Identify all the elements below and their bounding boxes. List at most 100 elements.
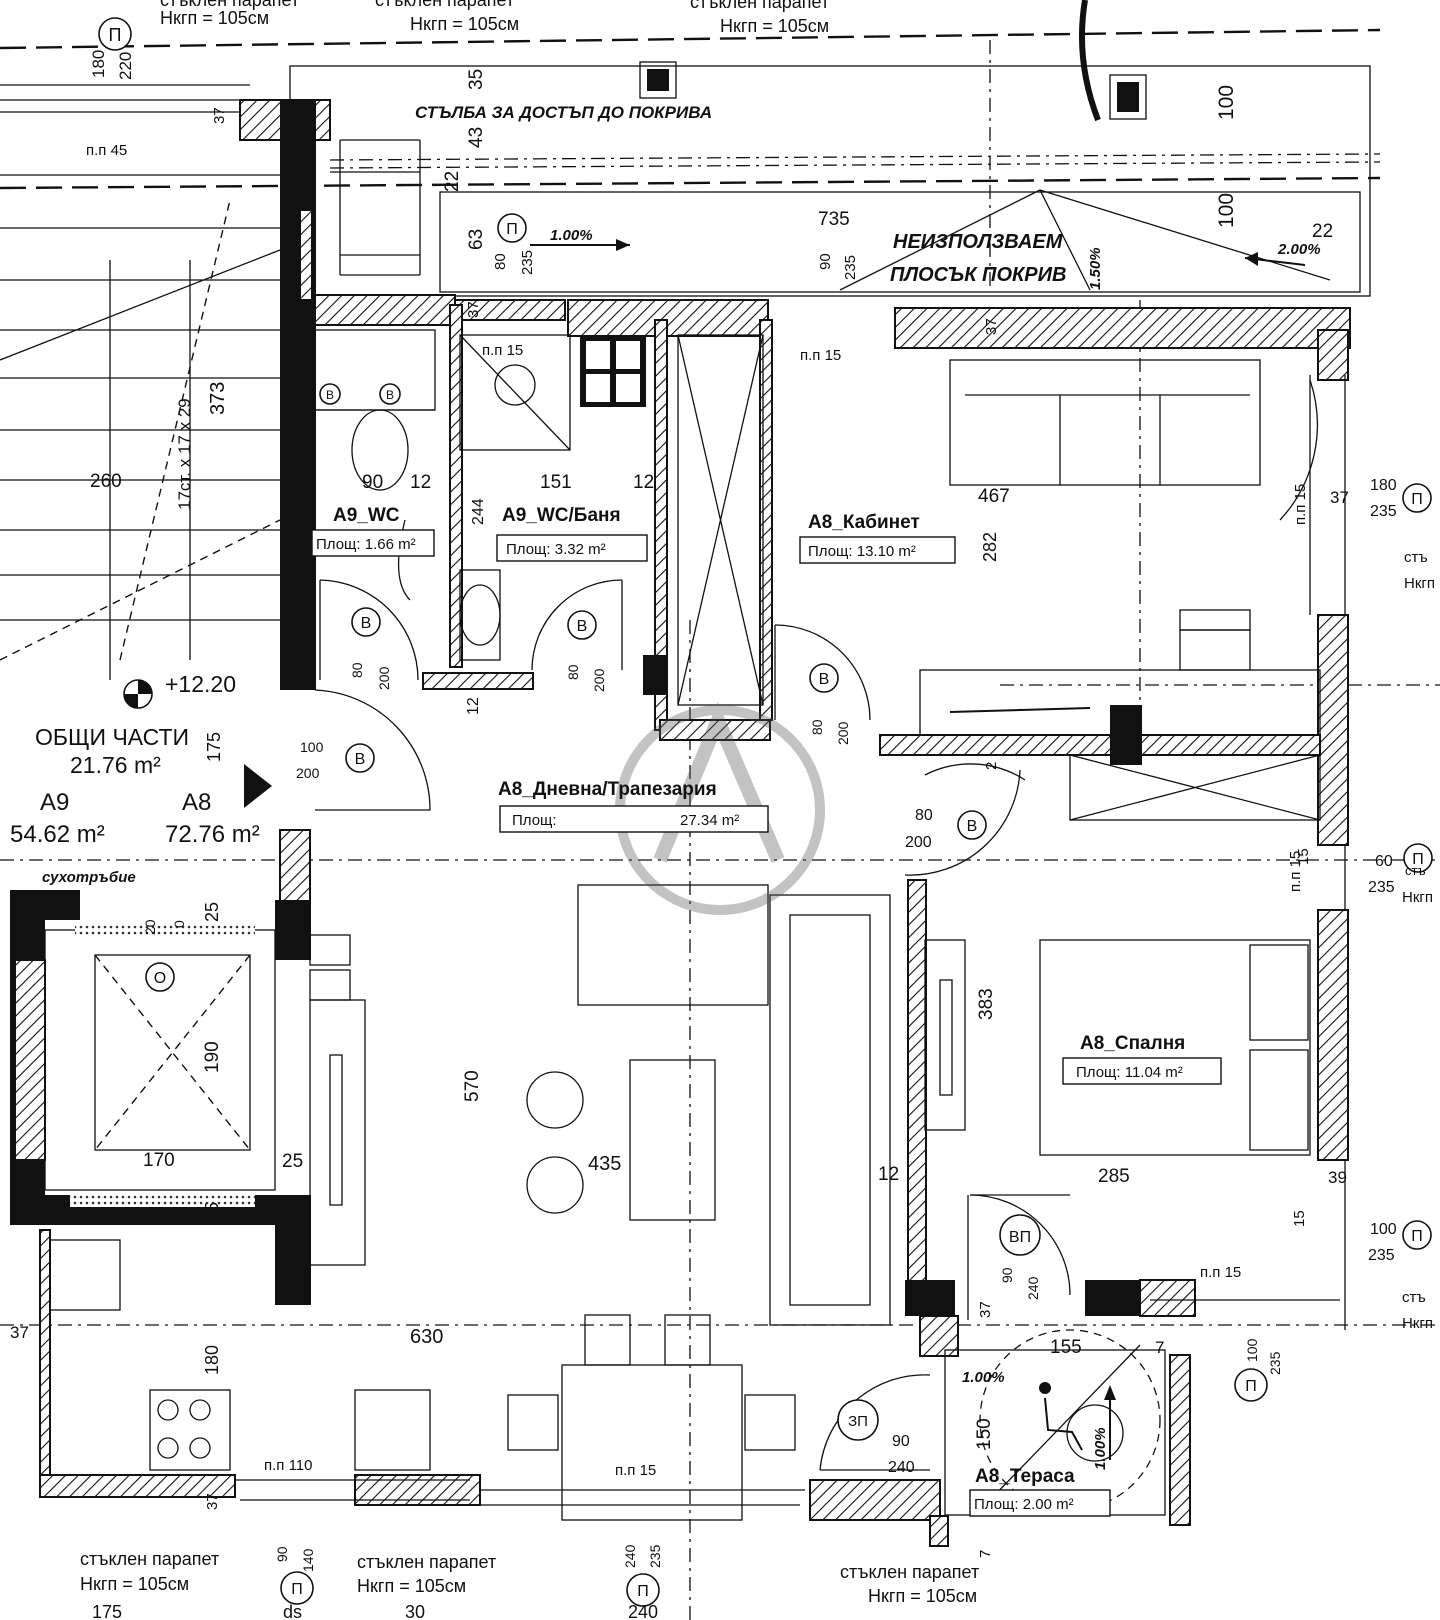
dim: 80 [809,719,825,735]
dim: 100 [1370,1221,1397,1238]
room-wc-name: A9_WC [333,505,400,526]
apartment-a8-area: 72.76 m² [165,821,260,848]
dim: 235 [647,1544,663,1568]
dim: 180 [1370,477,1397,494]
dim: 35 [466,69,487,90]
room-terrace-area: Площ: 2.00 m² [974,1496,1074,1513]
parapet-right-3-height: Нкгп [1402,1315,1433,1332]
dim: 25 [285,471,306,492]
elevator-shaft [44,925,366,1471]
dim: 150 [974,1418,995,1450]
dim: 22 [1312,221,1333,242]
marker-p-1: П [109,25,122,45]
dim: 63 [466,229,487,250]
apartment-a8-label: A8 [182,789,211,816]
dim: 37 [211,107,228,124]
dim: 467 [978,486,1010,507]
staircase [0,174,281,709]
room-living-area-value: 27.34 m² [680,812,739,829]
dim: 151 [540,472,572,493]
apartment-a9-label: A9 [40,789,69,816]
room-living-area-label: Площ: [512,812,557,829]
room-bath-area: Площ: 3.32 m² [506,541,606,558]
parapet-bottom-3-label: стъклен парапет [840,1562,979,1582]
dim: 240 [1025,1276,1041,1300]
marker-v-5: В [355,751,366,768]
parapet-bottom-2-label: стъклен парапет [357,1552,496,1572]
dim: 175 [204,732,224,762]
dim: 12 [633,472,654,493]
parapet-bottom-1-label: стъклен парапет [80,1549,219,1569]
roof-lines [0,0,1381,297]
dim: 155 [1050,1337,1082,1358]
terrace-slope-1: 1.00% [962,1369,1005,1386]
dim: п.п 15 [800,347,841,364]
dim: 80 [915,807,933,824]
parapet-right-2-label: стъ [1405,863,1426,878]
dim: 0 [171,920,187,928]
parapet-top-1-height: Нкгп = 105см [160,8,269,28]
common-parts-area: 21.76 m² [70,752,161,778]
dim: 25 [202,1202,222,1222]
dry-riser-label: сухотръбие [42,869,136,886]
cabinet-furniture [919,359,1321,736]
parapet-top-1-label: стъклен парапет [160,0,299,10]
dim: 90 [274,1546,290,1562]
room-bedroom-name: A8_Спалня [1080,1033,1185,1054]
room-bath-name: A9_WC/Баня [502,505,621,526]
dim: 235 [519,250,536,275]
dim: 373 [207,382,229,415]
marker-v-1: В [326,388,334,402]
marker-p-4: П [1412,851,1424,868]
dim: 37 [1330,488,1349,507]
dim: 90 [892,1433,910,1450]
dim: п.п 15 [482,342,523,359]
level-mark: +12.20 [165,671,236,697]
room-living-name: A8_Дневна/Трапезария [498,779,717,800]
dim: 235 [1368,879,1395,896]
dim: 37 [977,1301,994,1318]
room-cabinet-name: A8_Кабинет [808,512,920,533]
living-furniture [354,884,891,1521]
flat-roof-label-2: ПЛОСЪК ПОКРИВ [890,264,1066,286]
dim: 2 [983,762,1000,770]
dim: 12 [410,472,431,493]
marker-v-6: В [819,671,830,688]
dim: 37 [10,1323,29,1342]
dimension-labels: 180 220 35 43 22 63 100 100 735 22 37 37… [10,50,1397,1620]
dim: 180 [202,1345,222,1375]
dim: 100 [300,739,324,755]
dim: 200 [376,666,392,690]
marker-vp: ВП [1009,1229,1031,1246]
room-cabinet-area: Площ: 13.10 m² [808,543,916,560]
apartment-a9-area: 54.62 m² [10,821,105,848]
room-wc-area: Площ: 1.66 m² [316,536,416,553]
dim: 200 [296,765,320,781]
dim: 90 [362,472,383,493]
roof-ladder-label: СТЪЛБА ЗА ДОСТЪП ДО ПОКРИВА [415,103,712,122]
marker-p-2: П [506,221,518,238]
parapet-bottom-3-height: Нкгп = 105см [868,1586,977,1606]
roof-slope-2: 2.00% [1277,241,1321,258]
room-terrace-name: A8_Тераса [975,1466,1075,1487]
dim: п.п 45 [86,142,127,159]
parapet-right-3-label: стъ [1402,1289,1426,1306]
dim: п.п 15 [1287,851,1304,892]
dim: 15 [1295,848,1312,865]
parapet-top-3-label: стъклен парапет [690,0,829,12]
dim: 100 [1215,85,1238,120]
marker-p-6: П [1245,1378,1257,1395]
dim: 435 [588,1153,621,1175]
door-markers [98,17,1433,1607]
dim: 285 [1098,1166,1130,1187]
dim: 20 [142,919,158,935]
door-swings [235,375,1346,1506]
dim: 240 [888,1459,915,1476]
dim: 12 [465,697,482,715]
dim: 30 [405,1602,425,1620]
dim: 180 [89,50,108,78]
dim: 220 [116,52,135,80]
dim: 80 [565,664,581,680]
dim: 43 [466,127,487,148]
dim: 383 [976,988,997,1020]
